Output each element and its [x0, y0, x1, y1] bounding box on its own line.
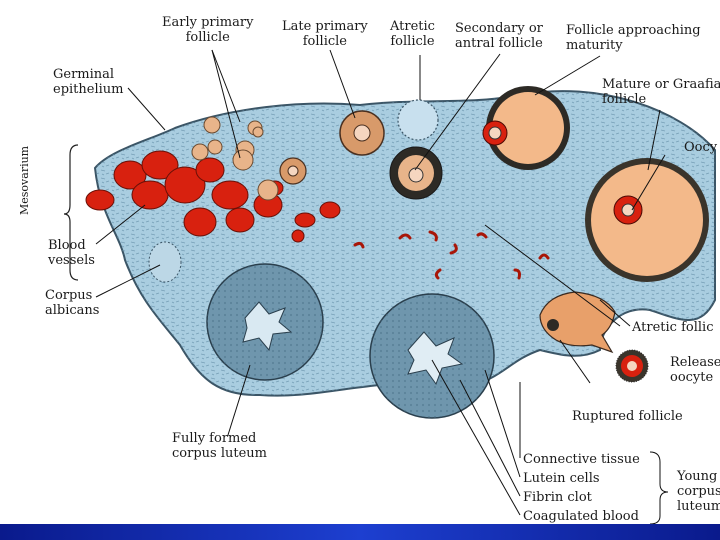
label-mature: Mature or Graafia follicle	[602, 77, 720, 107]
young-corpus-luteum	[370, 294, 494, 418]
label-atretic-right: Atretic follic	[632, 320, 713, 335]
label-released-oocyte: Release oocyte	[670, 355, 720, 385]
label-oocyte: Oocy	[684, 140, 717, 155]
label-connective: Connective tissue	[523, 452, 640, 467]
label-young-corpus: Young corpus luteum	[677, 469, 720, 514]
young-corpus-brace	[650, 452, 668, 524]
atretic-follicle-top	[398, 100, 438, 140]
label-early-primary: Early primary follicle	[162, 15, 253, 45]
label-mesovarium: Mesovarium	[18, 146, 31, 215]
bottom-bar	[0, 524, 720, 540]
label-late-primary: Late primary follicle	[282, 19, 368, 49]
label-germinal: Germinal epithelium	[53, 67, 123, 97]
label-corpus-luteum: Fully formed corpus luteum	[172, 431, 267, 461]
label-ruptured: Ruptured follicle	[572, 409, 683, 424]
label-approaching: Follicle approaching maturity	[566, 23, 701, 53]
corpus-luteum	[207, 264, 323, 380]
label-lutein: Lutein cells	[523, 471, 600, 486]
label-coagulated: Coagulated blood	[523, 509, 639, 524]
label-corpus-albicans: Corpus albicans	[45, 288, 99, 318]
label-atretic-top: Atretic follicle	[390, 19, 435, 49]
graafian-follicle	[585, 158, 709, 282]
label-secondary: Secondary or antral follicle	[455, 21, 543, 51]
secondary-follicle	[390, 147, 442, 199]
label-fibrin: Fibrin clot	[523, 490, 592, 505]
label-blood-vessels: Blood vessels	[48, 238, 95, 268]
corpus-albicans	[149, 242, 181, 282]
released-oocyte	[616, 350, 648, 382]
